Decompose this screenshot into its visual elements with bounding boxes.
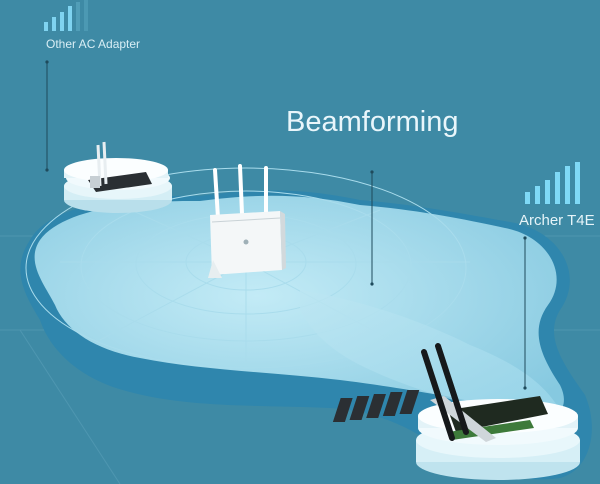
other-adapter-device bbox=[64, 141, 172, 213]
signal-bars-icon bbox=[44, 0, 88, 31]
archer-signal-bars-icon bbox=[525, 162, 580, 204]
page-title: Beamforming bbox=[286, 106, 459, 138]
pcie-adapter-icon bbox=[88, 172, 152, 192]
beam-to-archer bbox=[300, 290, 560, 417]
archer-t4e-device bbox=[332, 343, 580, 480]
archer-label: Archer T4E bbox=[519, 212, 595, 229]
router-icon bbox=[208, 164, 286, 278]
adapter-label: Other AC Adapter bbox=[46, 37, 141, 51]
